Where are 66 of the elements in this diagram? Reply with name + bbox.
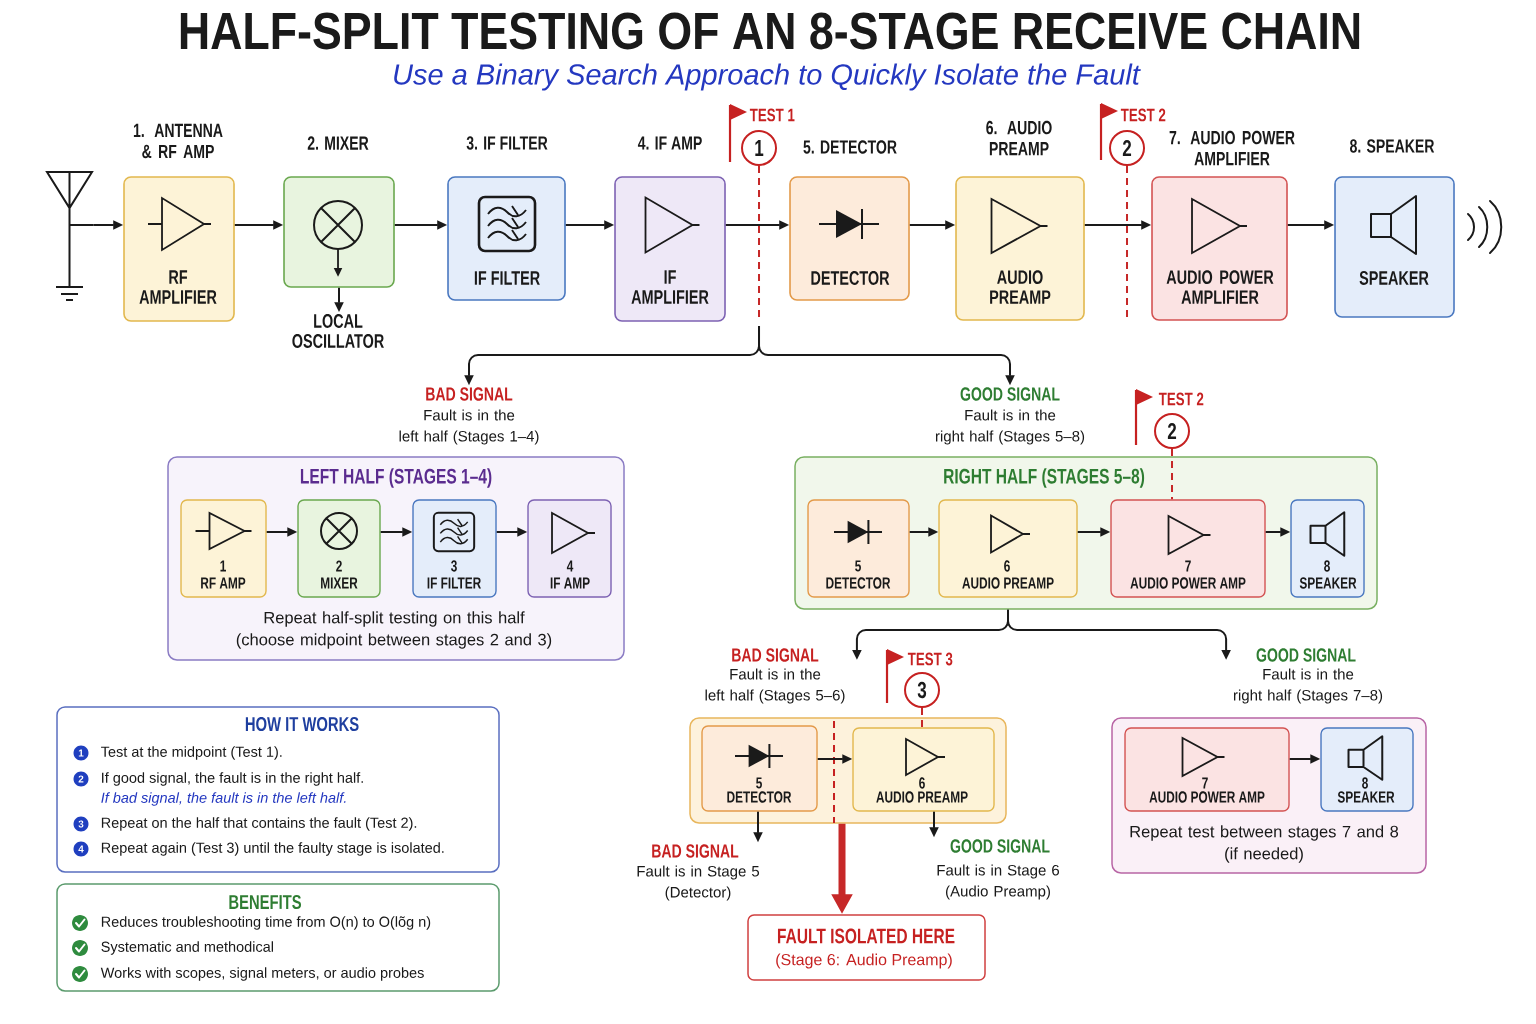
- stage-heading: 5. DETECTOR: [803, 140, 897, 154]
- stage-box: IF FILTER: [447, 176, 566, 301]
- signal-heading: BAD SIGNAL: [652, 844, 739, 858]
- stage-box: SPEAKER: [1334, 176, 1455, 318]
- signal-heading: GOOD SIGNAL: [1256, 648, 1356, 662]
- stage-box: 8 SPEAKER: [1290, 499, 1365, 598]
- signal-heading: BAD SIGNAL: [732, 648, 819, 662]
- panel-title: LEFT HALF (STAGES 1–4): [300, 468, 492, 488]
- stage-box: 5 DETECTOR: [701, 725, 818, 812]
- result-box: FAULT ISOLATED HERE (Stage 6: Audio Preamp): [747, 914, 986, 981]
- stage-box: 7 AUDIO POWER AMP: [1124, 727, 1290, 812]
- list-item: Reduces troubleshooting time from O(n) to O(lõg n): [101, 916, 431, 930]
- stage-heading: 2. MIXER: [307, 136, 369, 150]
- note-text: Repeat test between stages 7 and 8 (if needed): [1130, 825, 1399, 863]
- stage-heading: 8. SPEAKER: [1350, 139, 1435, 153]
- signal-heading: BAD SIGNAL: [426, 387, 513, 401]
- panel-title: HOW IT WORKS: [245, 716, 359, 732]
- list-item: Systematic and methodical: [101, 941, 273, 955]
- list-item: If good signal, the fault is in the right half.: [102, 772, 363, 786]
- note-text: Fault is in the left half (Stages 5–6): [705, 668, 845, 704]
- subtitle: Use a Binary Search Approach to Quickly Isolate the Fault: [394, 63, 1141, 91]
- signal-heading: GOOD SIGNAL: [950, 839, 1050, 853]
- stage-box: AUDIO POWER AMPLIFIER: [1151, 176, 1288, 321]
- list-item: Repeat again (Test 3) until the faulty stage is isolated.: [101, 842, 444, 856]
- list-item: If bad signal, the fault is in the left half.: [101, 792, 346, 806]
- stage-heading: 4. IF AMP: [637, 136, 702, 150]
- title: HALF-SPLIT TESTING OF AN 8-STAGE RECEIVE CHAIN: [180, 12, 1360, 50]
- stage-box: 8 SPEAKER: [1320, 727, 1414, 812]
- stage-box: RF AMPLIFIER: [123, 176, 235, 322]
- panel-title: BENEFITS: [229, 894, 302, 910]
- list-item: Repeat on the half that contains the fault (Test 2).: [101, 817, 417, 831]
- stage-box: 7 AUDIO POWER AMP: [1110, 499, 1266, 598]
- stage-box: 2 MIXER: [297, 499, 381, 598]
- number-badge: 2: [73, 771, 89, 787]
- note-text: Fault is in the right half (Stages 5–8): [935, 409, 1085, 445]
- stage-box: 4 IF AMP: [527, 499, 612, 598]
- test-label: TEST 1: [749, 108, 795, 122]
- stage-box: AUDIO PREAMP: [955, 176, 1085, 321]
- list-item: Test at the midpoint (Test 1).: [101, 746, 282, 760]
- note-text: Fault is in the right half (Stages 7–8): [1233, 668, 1383, 704]
- signal-heading: GOOD SIGNAL: [960, 387, 1060, 401]
- stage-box: 1 RF AMP: [180, 499, 267, 598]
- test-label: TEST 3: [907, 652, 953, 666]
- stage-heading: 1. ANTENNA & RF AMP: [133, 123, 223, 159]
- stage-heading: 6. AUDIO PREAMP: [986, 120, 1052, 156]
- number-badge: 1: [73, 745, 89, 761]
- stage-heading: 7. AUDIO POWER AMPLIFIER: [1169, 130, 1295, 166]
- stage-box: DETECTOR: [789, 176, 910, 301]
- stage-box: IF AMPLIFIER: [614, 176, 726, 322]
- antenna-symbol: [46, 171, 94, 301]
- number-badge: 4: [73, 841, 89, 857]
- test-label: TEST 2: [1158, 392, 1204, 406]
- stage-box: 5 DETECTOR: [807, 499, 910, 598]
- note-text: Fault is in the left half (Stages 1–4): [399, 409, 539, 445]
- note-text: Repeat half-split testing on this half (choose midpoint between stages 2 and 3): [236, 611, 552, 649]
- note-text: Fault is in Stage 6 (Audio Preamp): [937, 864, 1060, 900]
- note-text: Fault is in Stage 5 (Detector): [637, 865, 760, 901]
- stage-box: 6 AUDIO PREAMP: [938, 499, 1078, 598]
- stage-heading: 3. IF FILTER: [466, 136, 548, 150]
- test-label: TEST 2: [1120, 108, 1166, 122]
- list-item: Works with scopes, signal meters, or audio probes: [100, 967, 424, 981]
- panel-title: RIGHT HALF (STAGES 5–8): [944, 468, 1145, 488]
- number-badge: 3: [73, 816, 89, 832]
- stage-label: LOCAL OSCILLATOR: [292, 314, 384, 348]
- stage-box: 3 IF FILTER: [412, 499, 497, 598]
- stage-box: 6 AUDIO PREAMP: [852, 727, 995, 812]
